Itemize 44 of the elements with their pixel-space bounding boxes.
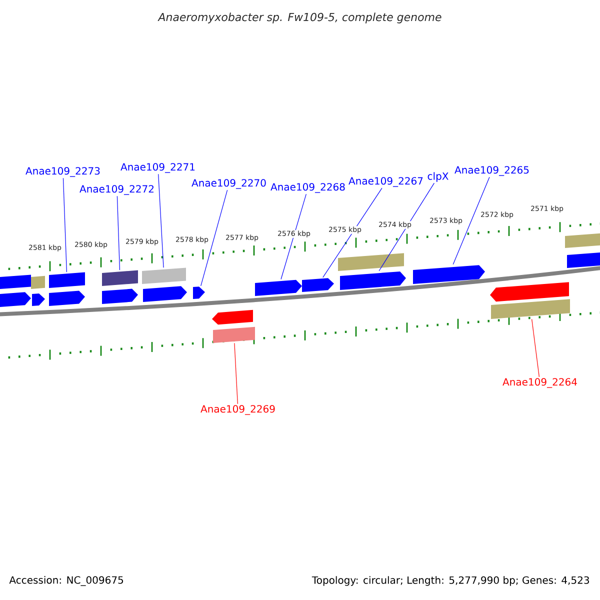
gene-label: Anae109_2268: [270, 183, 345, 193]
accession-text: Accession: NC_009675: [9, 576, 124, 586]
gene-label: Anae109_2264: [502, 378, 577, 388]
title: Anaeromyxobacter sp. Fw109-5, complete genome: [158, 12, 442, 24]
gene-label: Anae109_2270: [192, 179, 266, 189]
gene-block: [49, 290, 85, 306]
gene-label: Anae109_2269: [200, 405, 275, 415]
gene-block: [49, 272, 85, 288]
leader-line: [116, 196, 120, 270]
gene-block: [340, 272, 406, 290]
gene-block: [102, 288, 138, 304]
gene-label: clpX: [428, 172, 448, 182]
gene-label: Anae109_2271: [120, 163, 195, 173]
gene-block: [567, 252, 600, 268]
gene-block: [31, 276, 45, 289]
gene-block: [0, 274, 31, 289]
leader-line: [158, 174, 164, 268]
leader-line: [200, 190, 228, 286]
gene-block: [212, 310, 253, 325]
gene-block: [491, 299, 570, 319]
gene-block: [302, 278, 334, 292]
gene-block: [142, 268, 186, 284]
leader-line: [280, 194, 306, 280]
leader-line: [378, 182, 435, 272]
gene-block: [413, 265, 485, 284]
gene-block: [193, 286, 205, 299]
gene-block: [102, 270, 138, 286]
gene-label: Anae109_2265: [454, 166, 529, 176]
gene-block: [255, 280, 302, 296]
leader-line: [322, 188, 382, 278]
gene-block: [490, 282, 569, 302]
gene-label: Anae109_2273: [26, 167, 100, 177]
gene-block: [143, 286, 187, 302]
gene-block: [213, 326, 255, 343]
gene-block: [32, 294, 45, 306]
leader-line: [234, 342, 238, 404]
gene-block: [565, 233, 600, 248]
leader-line: [452, 176, 490, 265]
gene-label: Anae109_2272: [80, 185, 154, 195]
leader-line: [62, 178, 67, 272]
gene-block: [338, 253, 404, 271]
gene-label: Anae109_2267: [348, 177, 423, 187]
genome-info-text: Topology: circular; Length: 5,277,990 bp; Genes: 4,523: [312, 576, 589, 586]
leader-line: [532, 318, 540, 378]
